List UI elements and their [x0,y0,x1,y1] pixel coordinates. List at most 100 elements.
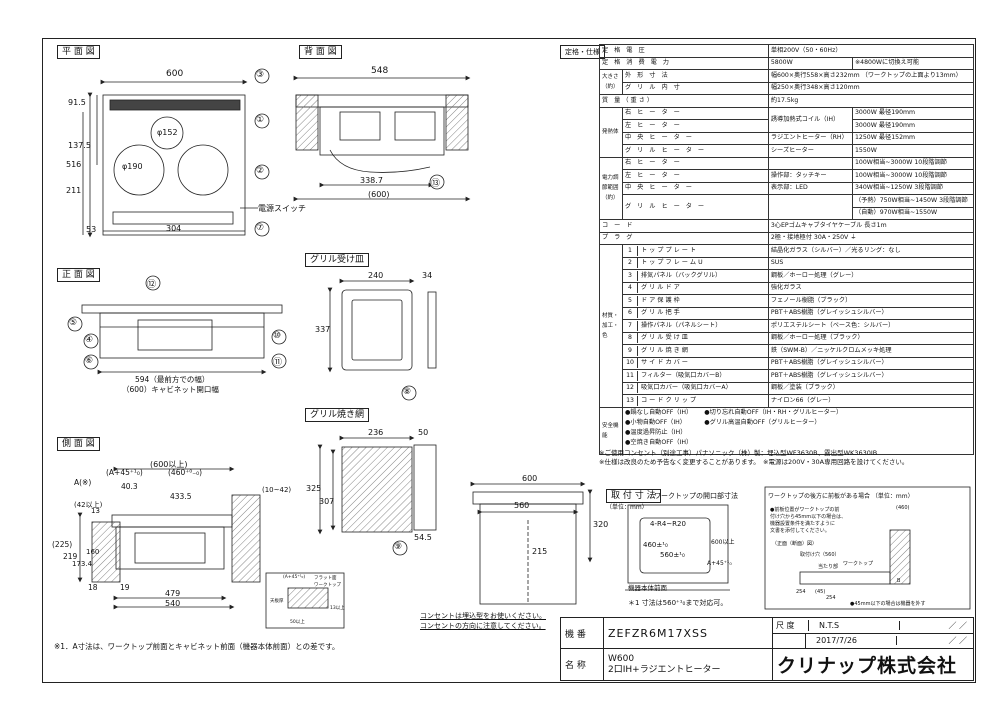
material-part-name: グ リ ル 焼 き 網 [641,346,688,354]
material-number: 7 [623,320,638,331]
balloon-10: ⑩ [273,331,282,341]
detail-label-thick: 天板厚 [270,599,284,604]
balloon-1: ① [256,115,265,125]
bw-label-hole: 取付け穴（560） [800,552,840,558]
front-view-title: 正 面 図 [57,268,100,282]
drawing-date: 2017/7/26 [806,636,897,645]
material-number: 10 [623,358,638,369]
side-dim-160: 160 [86,548,100,556]
detail-label-worktop: ワークトップ [314,583,341,588]
dim-600-back: (600) [368,190,390,199]
dim-137-5: 137.5 [68,141,91,150]
safety-columns: ●鍋なし自動OFF（IH） ●小物自動OFF（IH） ●温度過昇防止（IH） ●… [625,408,971,448]
spec-label: グ リ ル ヒ ー タ ー [622,144,769,158]
side-view-drawing [77,466,345,629]
balloon-7: ⑦ [256,223,265,233]
dim-53: 53 [86,225,97,234]
grill-tray-side [427,291,437,369]
date-spacer [773,633,806,648]
spec-label: プ ラ グ [599,231,769,245]
spec-value: 100W相当~3000W 10段階調節 [852,169,974,183]
grill-net-drawing [317,435,437,535]
spec-label: コ ー ド [599,219,769,233]
material-part-name: サ イ ド カ バ ー [641,359,688,367]
grill-net [341,446,413,533]
bw-label-254a: 254 [796,589,806,595]
safety-right: ●切り忘れ自動OFF（IH・RH・グリルヒーター） ●グリル高温自動OFF（グリ… [704,408,842,448]
material-spec: 強化ガラス [767,281,975,295]
power-switch-callout: 電源スイッチ [258,204,306,213]
side-dim-18: 18 [88,583,98,592]
mount-r: 4-R4~R20 [650,520,686,528]
spec-label: 中 央 ヒ ー タ ー [622,131,769,145]
material-part-name: 吸気口カバー（吸気口カバーA） [641,384,732,392]
cab-dim-600: 600 [522,474,538,483]
detail-label-13: 13以上 [330,606,345,611]
spec-value: シーズヒーター [767,144,854,158]
material-number: 9 [623,345,638,356]
back-view-title: 背 面 図 [299,45,342,59]
safety-item: ●切り忘れ自動OFF（IH・RH・グリルヒーター） [704,408,843,416]
spec-value: 幅250×奥行348×高さ120mm [767,81,975,95]
mount-opening [627,504,729,584]
spec-value: ラジエントヒーター（RH） [767,131,854,145]
materials-group: 材質・加工・色 [599,244,623,408]
material-spec: 鋼板／ホーロー処理（ブラック） [767,331,975,345]
spec-value: 表示部：LED [767,181,854,195]
title-row-model: 機 番 ZEFZR6M17XSS 尺 度 N.T.S ／ ／ 2017/7/26… [560,617,974,649]
spec-value [767,194,854,220]
net-dim-50: 50 [418,428,429,437]
material-part-name: グ リ ル 把 手 [641,309,680,317]
model-number: ZEFZR6M17XSS [603,617,773,649]
concent-note-line: コンセントは埋込型をお使いください。 [420,612,546,620]
material-spec: 鋼板／ホーロー処理（グレー） [767,269,975,283]
side-dim-225: (225) [52,540,73,549]
side-dim-479: 479 [165,589,181,598]
exhaust-grill [109,99,241,111]
balloon-6: ⑥ [85,356,94,366]
side-dim-13: 13 [91,507,100,515]
spec-note: ※ご使用コンセント（別途工事）パナソニック（株）製：埋込型WF3630B、露出型… [599,449,878,457]
backwall-title: ワークトップの後方に前板がある場合 （単位：mm） [768,493,914,500]
spec-value: 3心EPゴムキャブタイヤケーブル 長さ1m [767,219,975,233]
side-dim-a: (A+45⁺¹₀) [106,468,143,477]
dim-338-7: 338.7 [360,176,383,185]
spec-row: グ リ ル 内 寸幅250×奥行348×高さ120mm [600,81,975,95]
spec-value: 2極・接地極付 30A・250V ⏚ [767,231,975,245]
material-spec: ナイロン66（グレー） [767,394,975,408]
grill-tray-title: グリル受け皿 [305,253,370,267]
bw-label-b: B [897,578,901,584]
net-dim-54-5: 54.5 [414,533,432,542]
safety-item: ●空焼き自動OFF（IH） [625,438,693,446]
backwall-note-line: 機器設置条件を満たすように [770,521,836,527]
spec-label: 定 格 消 費 電 力 [599,56,769,70]
right-heater-ring [177,144,229,196]
detail-label-50: 50以上 [290,620,305,625]
control-panel [112,211,234,225]
material-part-name: フィルター（吸気口カバーB） [641,371,726,379]
dim-600-front: （600）キャビネット開口幅 [122,385,219,394]
spec-group: 発熱体 [599,106,623,158]
net-dim-325: 325 [306,484,322,493]
spec-value [767,156,854,170]
bw-label-front: （正面（断面）図） [772,541,818,547]
spec-label: 外 形 寸 法 [622,69,769,83]
balloon-2: ② [256,166,265,176]
spec-header: 定格・仕様 [560,45,605,59]
balloons [67,68,445,556]
spec-notes: ※ご使用コンセント（別途工事）パナソニック（株）製：埋込型WF3630B、露出型… [599,449,908,467]
bottom-note: ※1．A寸法は、ワークトップ前面とキャビネット前面（機器本体前面）との差です。 [54,642,340,651]
spec-value: 5800W [767,56,854,70]
safety-row: 安全機能 ●鍋なし自動OFF（IH） ●小物自動OFF（IH） ●温度過昇防止（… [599,406,974,455]
